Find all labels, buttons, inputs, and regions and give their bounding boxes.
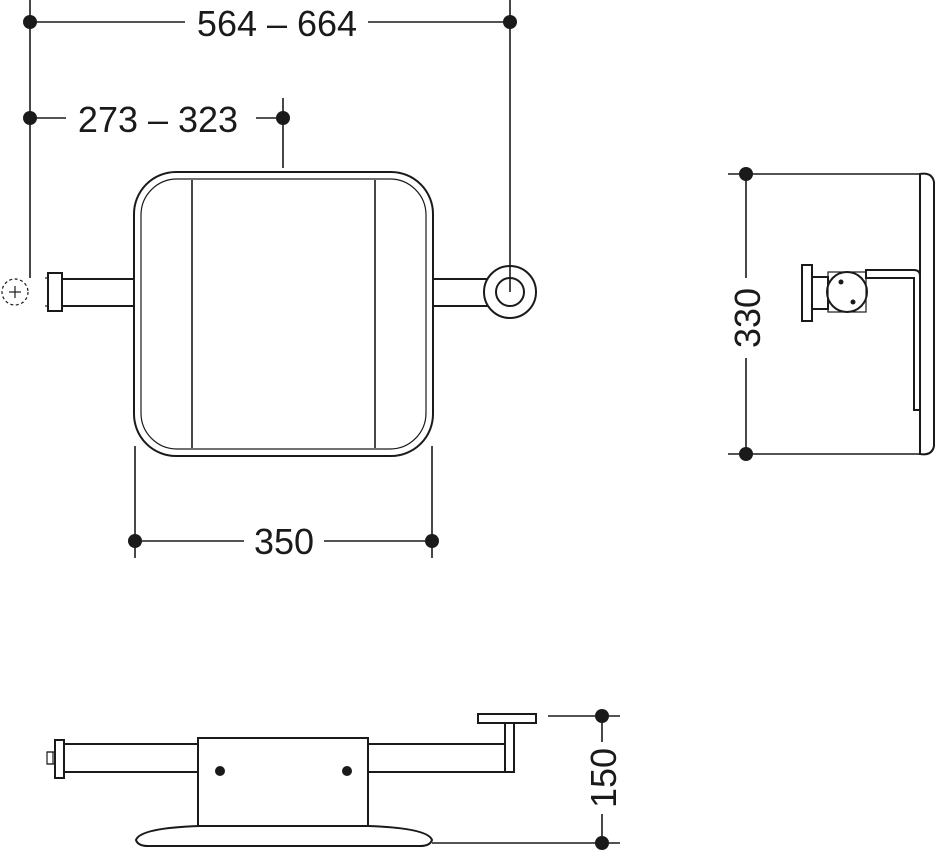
dimension-backrest-width: 350 — [128, 446, 439, 562]
wall-center-symbol — [1, 278, 29, 306]
left-wall-flange — [47, 272, 63, 312]
top-left-flange — [54, 739, 65, 779]
left-support-bar — [61, 278, 139, 307]
top-post — [504, 721, 515, 773]
depth-label: 150 — [583, 748, 624, 808]
top-rosette-plate — [477, 713, 537, 724]
side-hinge — [826, 271, 868, 313]
side-support-arm — [865, 269, 921, 411]
top-view — [46, 713, 537, 847]
dimension-depth: 150 — [432, 709, 624, 850]
top-center-block — [197, 737, 369, 829]
top-right-bar — [367, 743, 509, 773]
dimension-overall-width: 564 – 664 — [23, 0, 517, 292]
backrest-pad-inner — [140, 178, 427, 450]
overall-width-label: 564 – 664 — [197, 3, 357, 44]
backrest-height-label: 330 — [727, 288, 768, 348]
top-left-bar — [63, 743, 201, 773]
side-wall-plate — [801, 264, 813, 322]
backrest-width-label: 350 — [254, 521, 314, 562]
dimension-backrest-height: 330 — [727, 167, 920, 461]
center-offset-label: 273 – 323 — [78, 99, 238, 140]
side-plate-neck — [811, 276, 829, 310]
side-hinge-block — [827, 271, 867, 313]
backrest-side-profile — [919, 172, 935, 456]
front-view — [1, 171, 537, 457]
dimension-center-offset: 273 – 323 — [23, 98, 290, 168]
backrest-pad-outer — [133, 171, 434, 457]
side-view — [801, 172, 935, 456]
top-curved-pad — [134, 825, 434, 847]
